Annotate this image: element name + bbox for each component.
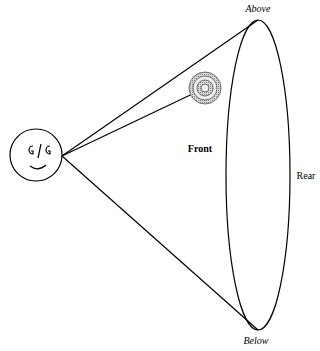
smile xyxy=(30,165,46,169)
right-eye xyxy=(46,146,50,154)
sight-line-target xyxy=(62,88,205,156)
left-eye xyxy=(29,146,33,154)
view-ellipse xyxy=(226,20,290,330)
sight-line-top xyxy=(62,20,258,156)
target-symbol xyxy=(189,72,221,104)
rear-label: Rear xyxy=(296,170,317,181)
nose xyxy=(38,144,41,158)
front-label: Front xyxy=(187,143,213,154)
top-label: Above xyxy=(245,3,272,14)
face-outline xyxy=(10,129,62,181)
bottom-label: Below xyxy=(243,335,270,346)
